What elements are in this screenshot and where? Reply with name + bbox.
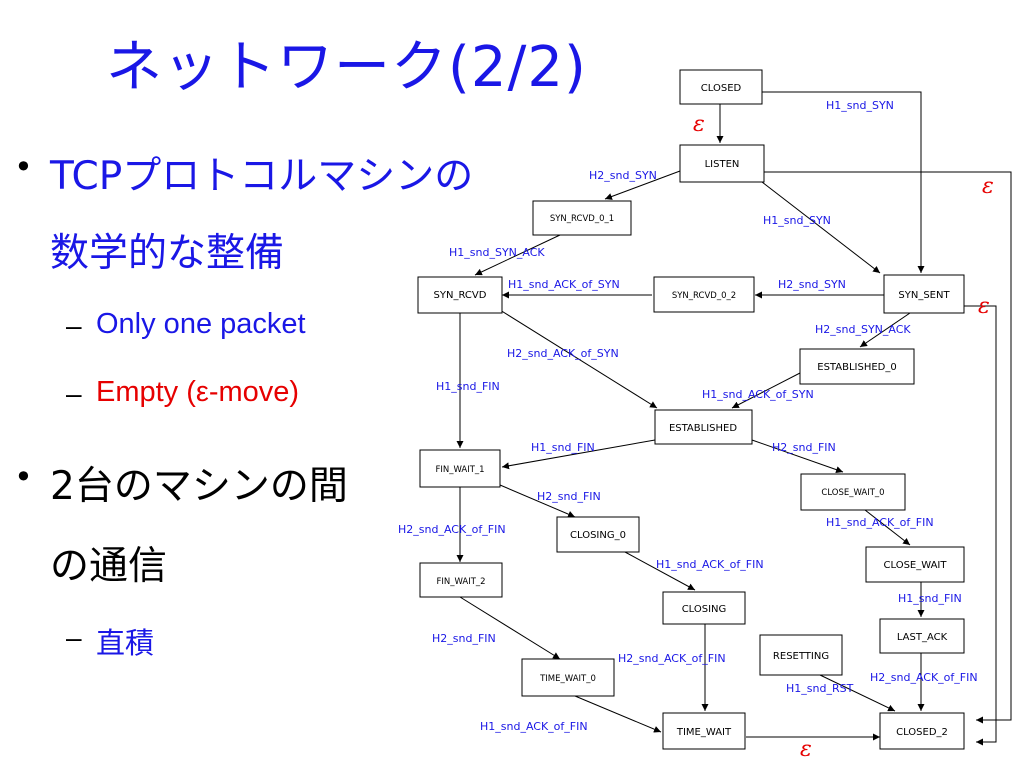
state-established-0: ESTABLISHED_0 (799, 348, 915, 385)
edge-established-fin-wait-1 (501, 439, 656, 470)
edge-label: H2_snd_ACK_of_FIN (618, 652, 726, 665)
svg-text:LAST_ACK: LAST_ACK (897, 632, 948, 643)
svg-text:FIN_WAIT_2: FIN_WAIT_2 (436, 577, 485, 587)
state-closed-2: CLOSED_2 (879, 712, 965, 750)
state-syn-rcvd-0-1: SYN_RCVD_0_1 (532, 200, 632, 236)
state-fin-wait-1: FIN_WAIT_1 (419, 449, 501, 488)
edge-established-0-established (731, 372, 801, 409)
bullet-1-line1: TCPプロトコルマシンの (50, 154, 474, 199)
sub-bullet-only-one-packet: Only one packet (96, 308, 306, 340)
state-syn-rcvd-0-2: SYN_RCVD_0_2 (653, 276, 755, 313)
sub-bullet-direct-product: 直積 (96, 628, 155, 660)
bullet-dot: • (14, 148, 33, 186)
epsilon-labels: ε ε ε ε (693, 112, 994, 762)
edge-fin-wait-2-time-wait-0 (459, 596, 561, 660)
sub-bullet-empty-move: Empty (ε-move) (96, 376, 300, 408)
svg-text:RESETTING: RESETTING (773, 651, 829, 662)
edge-label: H2_snd_ACK_of_FIN (870, 671, 978, 684)
epsilon-label: ε (982, 174, 994, 199)
svg-text:ESTABLISHED_0: ESTABLISHED_0 (817, 362, 896, 373)
edges (456, 91, 1012, 746)
edge-syn-rcvd-0-1-syn-rcvd (474, 234, 561, 276)
edge-fin-wait-1-closing-0 (499, 484, 576, 518)
state-close-wait: CLOSE_WAIT (865, 546, 965, 583)
svg-text:SYN_RCVD_0_1: SYN_RCVD_0_1 (550, 214, 614, 224)
edge-label: H1_snd_ACK_of_SYN (702, 388, 814, 401)
edge-label: H2_snd_FIN (432, 632, 496, 645)
edge-label: H1_snd_SYN (763, 214, 831, 227)
edge-listen-closed-2 (764, 171, 1012, 724)
svg-text:CLOSE_WAIT: CLOSE_WAIT (884, 560, 948, 571)
edge-label: H1_snd_FIN (898, 592, 962, 605)
state-syn-sent: SYN_SENT (883, 274, 965, 314)
slide-title: ネットワーク(2/2) (106, 35, 587, 100)
svg-text:CLOSING_0: CLOSING_0 (570, 530, 626, 541)
svg-text:SYN_SENT: SYN_SENT (898, 290, 950, 301)
edge-listen-syn-rcvd-0-1 (604, 170, 681, 200)
edge-label: H1_snd_SYN (826, 99, 894, 112)
state-fin-wait-2: FIN_WAIT_2 (419, 562, 503, 598)
edge-label: H1_snd_FIN (531, 441, 595, 454)
state-time-wait-0: TIME_WAIT_0 (521, 658, 615, 697)
svg-text:ESTABLISHED: ESTABLISHED (669, 423, 737, 434)
sub-dash: – (66, 310, 82, 341)
edge-labels: H1_snd_SYN H2_snd_SYN H1_snd_SYN H1_snd_… (398, 99, 978, 733)
state-closed: CLOSED (679, 69, 763, 105)
edge-label: H1_snd_ACK_of_SYN (508, 278, 620, 291)
edge-syn-sent-established-0 (859, 312, 911, 348)
edge-label: H2_snd_ACK_of_FIN (398, 523, 506, 536)
edge-resetting-closed-2 (819, 674, 896, 712)
edge-label: H1_snd_SYN_ACK (449, 246, 545, 259)
epsilon-label: ε (978, 294, 990, 319)
edge-close-wait-0-close-wait (864, 509, 911, 546)
edge-label: H1_snd_ACK_of_FIN (480, 720, 588, 733)
bullet-1-line2: 数学的な整備 (50, 231, 285, 276)
svg-text:LISTEN: LISTEN (705, 159, 740, 170)
sub-dash: – (66, 378, 82, 409)
edge-syn-sent-closed-2 (964, 305, 997, 746)
state-established: ESTABLISHED (654, 409, 753, 445)
edge-label: H2_snd_SYN (778, 278, 846, 291)
svg-text:FIN_WAIT_1: FIN_WAIT_1 (435, 465, 484, 475)
state-close-wait-0: CLOSE_WAIT_0 (800, 473, 906, 511)
svg-text:TIME_WAIT: TIME_WAIT (676, 727, 732, 738)
state-listen: LISTEN (679, 144, 765, 183)
svg-text:CLOSED: CLOSED (701, 83, 742, 94)
state-syn-rcvd: SYN_RCVD (417, 276, 503, 314)
edge-label: H2_snd_FIN (772, 441, 836, 454)
state-last-ack: LAST_ACK (879, 618, 965, 654)
bullet-2-line2: の通信 (50, 544, 168, 589)
edge-established-close-wait-0 (751, 439, 844, 473)
edge-label: H2_snd_FIN (537, 490, 601, 503)
svg-text:CLOSING: CLOSING (682, 604, 727, 615)
edge-syn-rcvd-established (499, 309, 658, 409)
edge-label: H1_snd_ACK_of_FIN (826, 516, 934, 529)
edge-label: H2_snd_SYN_ACK (815, 323, 911, 336)
svg-text:SYN_RCVD_0_2: SYN_RCVD_0_2 (672, 291, 736, 301)
edge-label: H1_snd_ACK_of_FIN (656, 558, 764, 571)
state-resetting: RESETTING (759, 634, 843, 676)
edge-closing-0-closing (624, 551, 696, 591)
svg-text:CLOSED_2: CLOSED_2 (896, 727, 948, 738)
bullet-dot: • (14, 458, 33, 496)
edge-time-wait-0-time-wait (574, 695, 662, 733)
edge-label: H1_snd_FIN (436, 380, 500, 393)
svg-text:TIME_WAIT_0: TIME_WAIT_0 (539, 674, 596, 684)
state-closing-0: CLOSING_0 (556, 516, 640, 553)
edge-listen-syn-sent (761, 181, 881, 274)
epsilon-label: ε (693, 112, 705, 137)
edge-label: H2_snd_SYN (589, 169, 657, 182)
epsilon-label: ε (800, 737, 812, 762)
edge-label: H2_snd_ACK_of_SYN (507, 347, 619, 360)
svg-text:SYN_RCVD: SYN_RCVD (434, 290, 487, 301)
state-closing: CLOSING (662, 591, 746, 625)
sub-dash: – (66, 622, 82, 653)
state-time-wait: TIME_WAIT (662, 712, 746, 750)
edge-closed-syn-sent (762, 91, 925, 273)
nodes: CLOSED LISTEN SYN_RCVD_0_1 SYN_RCVD SYN_… (417, 69, 965, 750)
bullet-2-line1: 2台のマシンの間 (50, 464, 348, 509)
edge-label: H1_snd_RST (786, 682, 854, 695)
svg-text:CLOSE_WAIT_0: CLOSE_WAIT_0 (821, 488, 884, 498)
